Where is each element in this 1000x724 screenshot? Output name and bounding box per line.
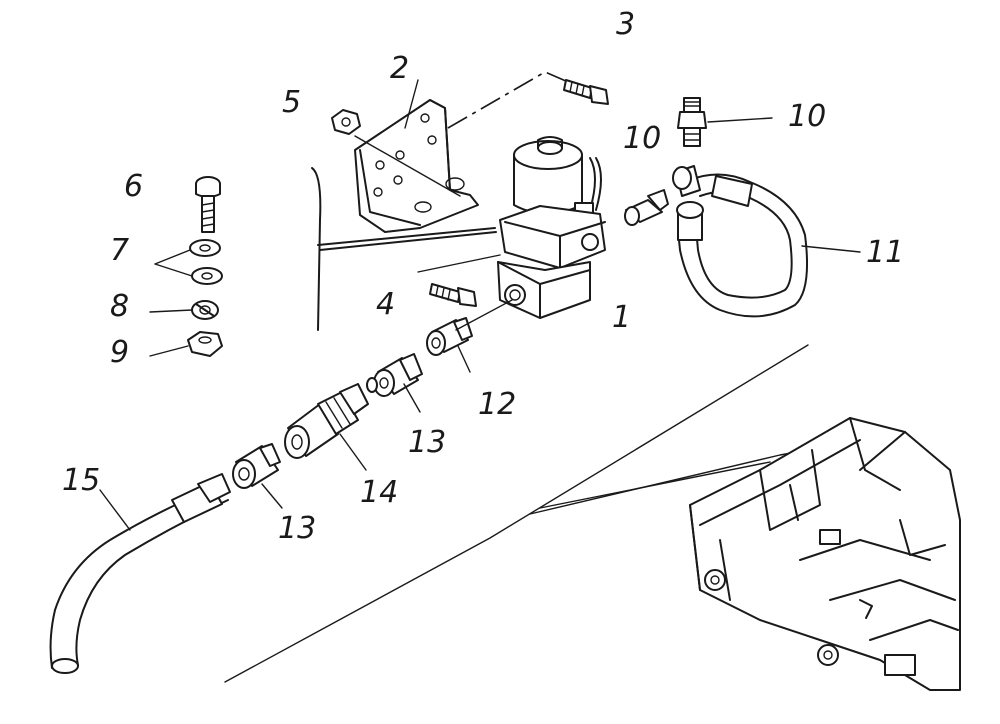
callout-13-upper: 13: [408, 425, 446, 460]
part-13-coupling-upper: [366, 353, 423, 397]
leader-line: [417, 254, 501, 273]
leader-line: [707, 117, 773, 123]
callout-3: 3: [616, 7, 635, 42]
callout-12: 12: [478, 387, 516, 422]
callout-9: 9: [110, 335, 129, 370]
leader-line: [154, 249, 193, 277]
callout-8: 8: [110, 289, 129, 324]
part-10-fitting-left: [624, 189, 669, 226]
callout-7: 7: [110, 233, 129, 268]
part-6-bolt: [195, 176, 221, 233]
part-5-nut: [331, 109, 361, 135]
part-13-coupling-lower: [232, 443, 281, 489]
leader-line: [354, 135, 461, 197]
part-1-solenoid-valve: [497, 136, 606, 319]
part-14-quick-coupling: [284, 383, 369, 459]
callout-2: 2: [390, 51, 409, 86]
leader-line: [457, 345, 471, 373]
leader-line: [317, 227, 496, 246]
guide-line: [539, 461, 771, 509]
leader-line: [149, 309, 193, 313]
part-2-bracket: [354, 79, 479, 233]
callout-4: 4: [376, 287, 395, 322]
guide-line: [224, 344, 809, 683]
callout-15: 15: [62, 463, 100, 498]
part-7-washer: [189, 239, 223, 285]
callout-5: 5: [282, 85, 301, 120]
callout-10-top: 10: [788, 99, 826, 134]
callout-6: 6: [124, 169, 143, 204]
leader-line: [261, 483, 283, 509]
part-10-fitting-top: [677, 97, 707, 147]
part-4-bolt: [429, 283, 477, 307]
group-brace: [311, 167, 322, 331]
part-12-fitting: [426, 317, 473, 356]
part-15-hose: [49, 473, 231, 674]
part-3-bolt: [563, 79, 609, 105]
callout-14: 14: [360, 475, 398, 510]
leader-line: [339, 433, 367, 471]
leader-line: [149, 345, 189, 357]
leader-line: [455, 299, 513, 331]
part-9-nut: [187, 331, 223, 357]
leader-line: [801, 245, 861, 253]
part-11-hose: [672, 165, 808, 318]
callout-10-left: 10: [623, 121, 661, 156]
leader-line: [99, 489, 131, 531]
leader-line: [403, 383, 421, 413]
callout-13-lower: 13: [278, 511, 316, 546]
callout-11: 11: [866, 235, 904, 270]
callout-1: 1: [612, 300, 631, 335]
chassis-frame: [689, 417, 961, 691]
part-8-spring-washer: [191, 300, 219, 320]
leader-line: [319, 231, 497, 251]
alignment-line: [447, 71, 576, 129]
